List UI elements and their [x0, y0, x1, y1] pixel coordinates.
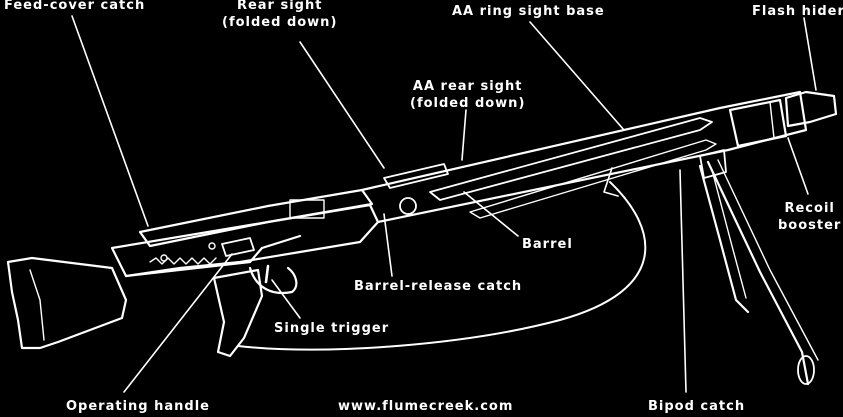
label-recoil-booster-line1: Recoil: [784, 201, 835, 216]
operating-handle: [221, 237, 255, 257]
feed-tray-detail: [289, 199, 325, 219]
receiver: [110, 203, 380, 278]
leader-barrel-release-catch: [383, 213, 393, 277]
receiver-pin-2: [160, 254, 168, 262]
receiver-lower: [124, 234, 302, 278]
bipod-leg-front-inner: [717, 159, 819, 361]
label-feed-cover-catch-text: Feed-cover catch: [4, 0, 146, 13]
bolt-spring-detail: [149, 257, 217, 265]
label-rear-sight-line1: Rear sight: [236, 0, 323, 13]
leader-recoil-booster: [787, 137, 809, 195]
label-bipod-catch-text: Bipod catch: [648, 399, 746, 414]
label-aa-rear-sight-line1: AA rear sight: [412, 79, 523, 94]
leader-feed-cover-catch: [71, 15, 149, 227]
label-single-trigger-text: Single trigger: [274, 321, 390, 336]
label-operating-handle: Operating handle: [66, 398, 210, 415]
barrel-jacket-slot: [429, 117, 713, 201]
bipod-foot: [797, 355, 815, 385]
label-flash-hider: Flash hider: [752, 3, 843, 20]
flash-hider-ring: [769, 101, 775, 139]
label-bipod-catch: Bipod catch: [648, 398, 745, 415]
label-rear-sight-line2: (folded down): [222, 15, 338, 30]
label-flash-hider-text: Flash hider: [752, 4, 843, 19]
sling-loop: [603, 167, 619, 197]
feed-cover: [138, 188, 374, 248]
leader-bipod-catch: [679, 169, 687, 393]
leader-aa-ring-sight-base: [529, 21, 625, 131]
label-aa-ring-sight-base-text: AA ring sight base: [452, 4, 605, 19]
bipod-leg-rear: [698, 164, 750, 314]
bipod-leg-rear-inner: [711, 169, 747, 299]
trigger: [264, 264, 270, 284]
label-feed-cover-catch: Feed-cover catch: [4, 0, 145, 14]
flash-hider: [784, 90, 838, 128]
label-recoil-booster: Recoil booster: [778, 200, 841, 234]
label-single-trigger: Single trigger: [274, 320, 389, 337]
label-barrel-release-catch-text: Barrel-release catch: [354, 279, 523, 294]
sling: [237, 181, 647, 351]
bipod-hinge: [699, 149, 727, 179]
trigger-guard: [248, 266, 298, 295]
rear-sight: [383, 163, 449, 189]
label-aa-rear-sight-line2: (folded down): [410, 96, 526, 111]
leader-rear-sight: [299, 41, 385, 169]
leader-aa-rear-sight: [461, 109, 467, 161]
label-barrel-release-catch: Barrel-release catch: [354, 278, 522, 295]
leader-operating-handle: [123, 253, 233, 393]
label-barrel-text: Barrel: [522, 237, 573, 252]
leader-flash-hider: [803, 17, 817, 91]
barrel-release-knob: [399, 197, 417, 215]
pistol-grip: [212, 268, 264, 358]
label-recoil-booster-line2: booster: [778, 218, 842, 233]
barrel-jacket-slot-2: [469, 139, 717, 219]
bipod-leg-front: [706, 160, 810, 386]
barrel-jacket: [360, 90, 808, 224]
label-aa-ring-sight-base: AA ring sight base: [452, 3, 605, 20]
leader-single-trigger: [271, 279, 301, 319]
recoil-booster-body: [728, 98, 788, 148]
label-rear-sight: Rear sight (folded down): [222, 0, 337, 31]
stock-grip-line: [29, 269, 45, 341]
butt-stock: [6, 256, 128, 350]
label-operating-handle-text: Operating handle: [66, 399, 210, 414]
website-footer-text: www.flumecreek.com: [338, 399, 514, 414]
label-barrel: Barrel: [522, 236, 573, 253]
receiver-pin-1: [208, 242, 216, 250]
leader-barrel: [463, 191, 519, 237]
website-footer: www.flumecreek.com: [338, 398, 513, 415]
label-aa-rear-sight: AA rear sight (folded down): [410, 78, 525, 112]
